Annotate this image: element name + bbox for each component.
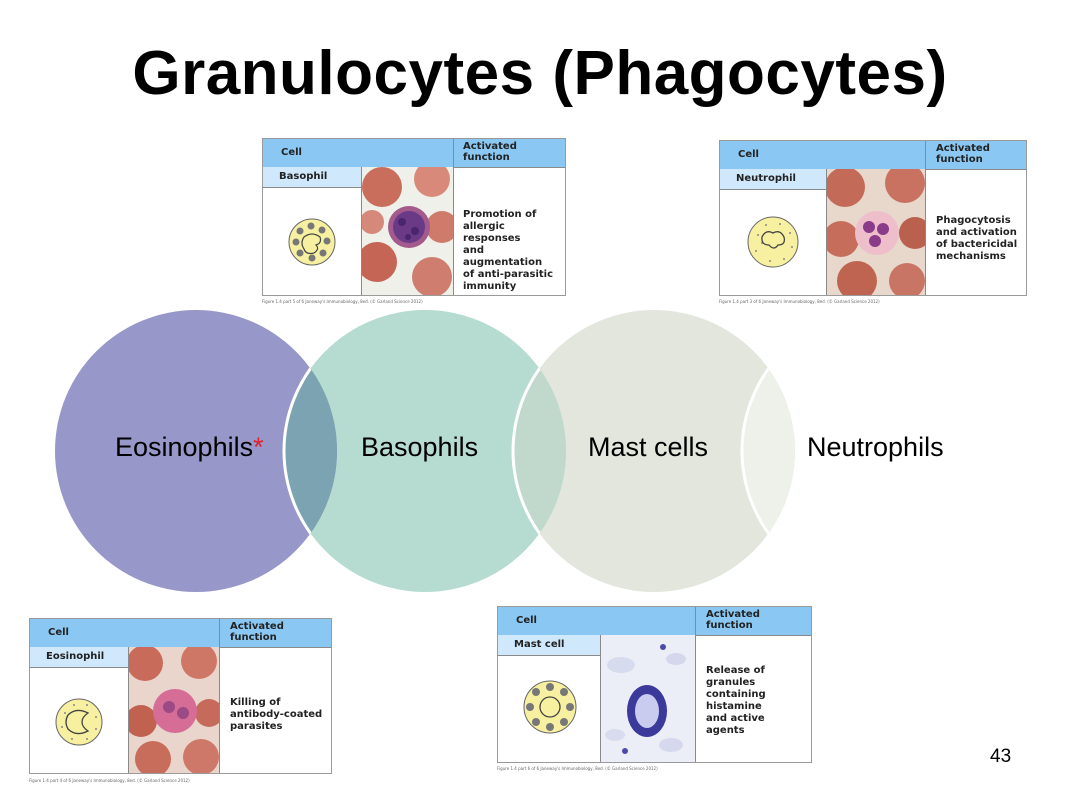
basophil-card: Cell Activated function Basophil Promoti… (262, 138, 566, 296)
venn-circle-basophils (284, 310, 566, 592)
card-header-function: Activated function (936, 143, 990, 165)
mast-cell-card: Cell Activated function Mast cell Releas… (497, 606, 812, 763)
mast-cell-micrograph (601, 635, 695, 762)
card-cell-name: Neutrophil (720, 169, 827, 190)
neutrophil-figure-caption: Figure 1.4 part 3 of 6 Janeway's Immunob… (719, 299, 880, 304)
card-cell-name: Eosinophil (30, 647, 129, 668)
neutrophil-micrograph (827, 169, 925, 295)
venn-label-neutrophils: Neutrophils (807, 432, 944, 462)
neutrophil-card: Cell Activated function Neutrophil Phago… (719, 140, 1027, 296)
venn-label-mast-cells: Mast cells (588, 432, 709, 462)
card-header: Cell Activated function (263, 139, 565, 168)
slide-title: Granulocytes (Phagocytes) (132, 39, 948, 108)
basophil-diagram-icon (287, 217, 337, 271)
venn-circle-eosinophils (55, 310, 337, 592)
card-header-cell: Cell (281, 147, 302, 158)
eosinophil-diagram-icon (54, 697, 104, 751)
asterisk-marker: * (253, 432, 264, 462)
page-number: 43 (990, 746, 1012, 767)
card-header-function: Activated function (463, 141, 517, 163)
venn-label-eosinophils: Eosinophils* (115, 432, 264, 462)
card-header-function: Activated function (706, 609, 760, 631)
card-header-function: Activated function (230, 621, 284, 643)
basophil-figure-caption: Figure 1.4 part 5 of 6 Janeway's Immunob… (262, 299, 423, 304)
venn-label-basophils: Basophils (361, 432, 479, 462)
neutrophil-diagram-icon (746, 215, 800, 273)
eosinophil-figure-caption: Figure 1.4 part 4 of 6 Janeway's Immunob… (29, 778, 190, 783)
mast-cell-figure-caption: Figure 1.4 part 6 of 6 Janeway's Immunob… (497, 766, 658, 771)
eosinophil-micrograph (129, 647, 219, 773)
card-header-cell: Cell (516, 615, 537, 626)
card-cell-name: Mast cell (498, 635, 601, 656)
basophil-micrograph (362, 167, 453, 295)
venn-circle-neutrophils (742, 310, 1024, 592)
card-header: Cell Activated function (498, 607, 811, 636)
card-header-cell: Cell (48, 627, 69, 638)
card-header: Cell Activated function (720, 141, 1026, 170)
eosinophil-card: Cell Activated function Eosinophil Killi… (29, 618, 332, 774)
card-header: Cell Activated function (30, 619, 331, 648)
mast-cell-diagram-icon (522, 679, 578, 739)
card-cell-name: Basophil (263, 167, 362, 188)
card-header-cell: Cell (738, 149, 759, 160)
venn-circle-mast-cells (513, 310, 795, 592)
